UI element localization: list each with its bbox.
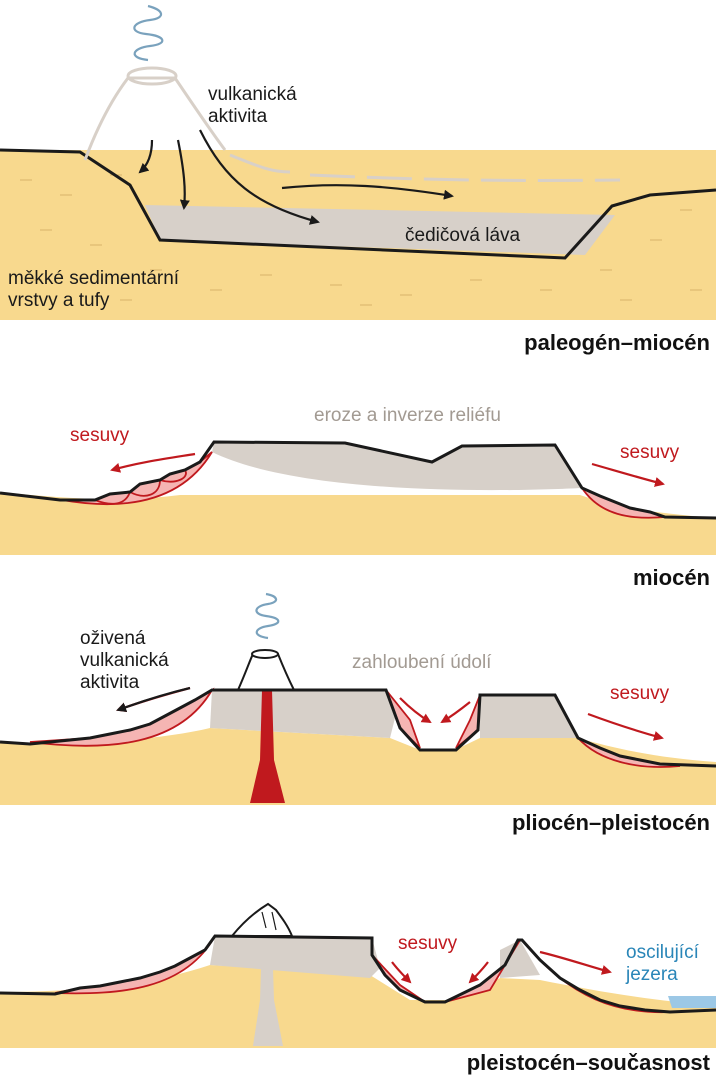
- lake: [668, 996, 716, 1008]
- label-volcanic-activity: vulkanická aktivita: [208, 84, 297, 127]
- feeder-dyke: [250, 690, 285, 803]
- label-landslides-left: sesuvy: [70, 425, 130, 446]
- basalt-plateau-left: [210, 690, 395, 738]
- eroded-dyke: [253, 936, 283, 1046]
- label-landslides-right: sesuvy: [620, 442, 680, 463]
- basalt-plateau-right: [500, 940, 540, 978]
- label-valley-deepening: zahloubení údolí: [352, 652, 492, 673]
- sediment-layer: [0, 492, 716, 555]
- panel-title-paleogene-miocene: paleogén–miocén: [524, 330, 710, 355]
- panel-pliocene-pleistocene: [0, 592, 716, 805]
- label-renewed-volcanic-activity: oživená vulkanická aktivita: [80, 628, 169, 693]
- panel-title-pliocene-pleistocene: pliocén–pleistocén: [511, 810, 710, 835]
- basalt-plateau-right: [480, 695, 578, 738]
- eroded-volcano: [229, 902, 294, 937]
- landslide-arrow-right: [591, 462, 665, 487]
- terrain-outline: [0, 440, 716, 520]
- landslide-arrow-right: [539, 950, 612, 975]
- basalt-plateau-left: [210, 936, 380, 978]
- smoke-spiral: [133, 4, 164, 62]
- label-soft-sediments: měkké sedimentární vrstvy a tufy: [8, 268, 180, 311]
- label-landslides: sesuvy: [610, 683, 670, 704]
- volcanic-arrow: [116, 686, 191, 712]
- valley-arrows: [391, 961, 489, 984]
- label-landslides: sesuvy: [398, 933, 458, 954]
- smoke-spiral: [255, 592, 280, 640]
- terrain-outline: [0, 688, 716, 768]
- sediment-layer: [0, 965, 716, 1048]
- label-basalt-lava: čedičová láva: [405, 225, 521, 246]
- panel-pleistocene-present: [0, 902, 716, 1048]
- terrain-outline: [0, 148, 716, 260]
- valley-arrows: [399, 697, 471, 724]
- terrain-outline: [0, 934, 716, 1014]
- panel-title-pleistocene-present: pleistocén–současnost: [466, 1050, 710, 1075]
- sediment-layer: [0, 728, 716, 805]
- panel-title-miocene: miocén: [632, 565, 710, 590]
- label-erosion: eroze a inverze reliéfu: [314, 405, 501, 426]
- landslide-arrow-right: [587, 712, 664, 741]
- basalt-lava-flow: [145, 205, 615, 255]
- panel-paleogene-miocene: [0, 4, 716, 320]
- slip-surfaces-left: [94, 469, 187, 505]
- panel-miocene: [0, 440, 716, 555]
- volcano-cone: [236, 649, 296, 691]
- basalt-plateau: [212, 442, 582, 491]
- label-oscillating-lakes: oscilující jezera: [626, 942, 699, 985]
- landslide-arrow-left: [110, 452, 196, 473]
- volcano-cone: [83, 66, 621, 183]
- lava-flow-arrows: [138, 129, 454, 225]
